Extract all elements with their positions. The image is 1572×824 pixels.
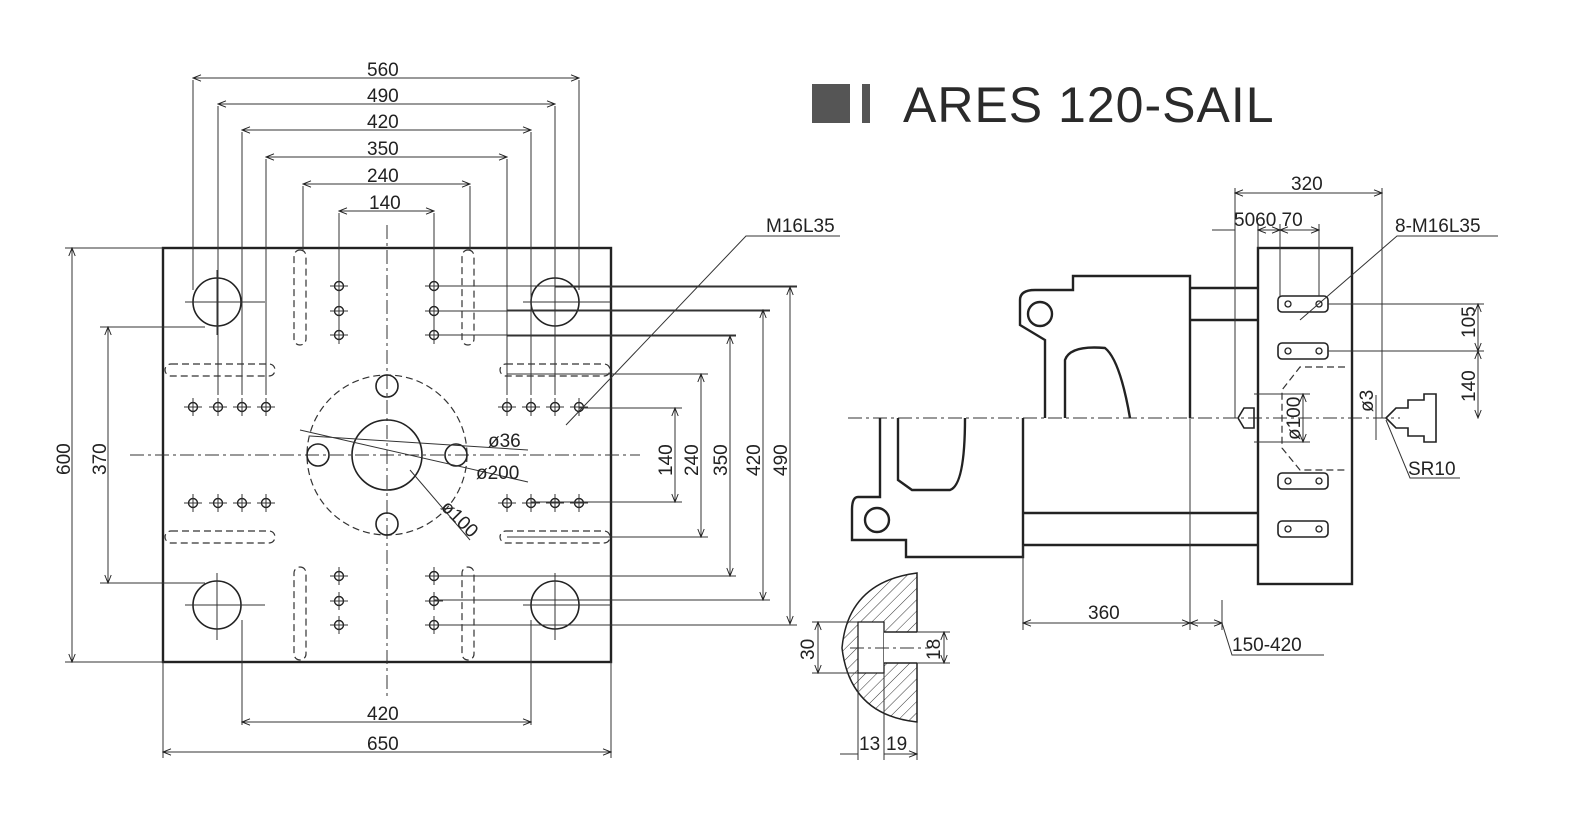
model-title: ARES 120-SAIL [903,77,1275,133]
dim-650: 650 [367,734,399,755]
title-square-icon [812,84,850,123]
hole-centerline [522,398,540,416]
platen-front-view: 560 490 420 350 240 140 600 370 140 240 … [54,60,840,758]
mounting-holes [184,277,588,634]
moving-platen-side [1256,246,1354,586]
hole-centerline [233,398,251,416]
hole-centerline [498,398,516,416]
dim-320: 320 [1291,174,1323,195]
hole-centerline [425,592,443,610]
dim-370: 370 [90,443,111,475]
dim-350: 350 [367,139,399,160]
dim-150-420: 150-420 [1232,635,1302,656]
dia-36-label: ø36 [488,431,521,452]
dim-r490: 490 [771,444,792,476]
sr10-label: SR10 [1408,459,1456,480]
dia-100-label: ø100 [436,497,481,542]
dia-100-side: ø100 [1284,397,1305,440]
dim-18: 18 [924,639,945,660]
hole-centerline [184,398,202,416]
dim-360: 360 [1088,603,1120,624]
dim-490: 490 [367,86,399,107]
dim-r350: 350 [711,444,732,476]
thread-label: M16L35 [766,216,835,237]
dim-r420: 420 [744,444,765,476]
hole-centerline [184,494,202,512]
hole-centerline [330,567,348,585]
title-bar-icon [862,84,870,123]
dim-50-60-70: 5060 70 [1234,210,1303,231]
m16-leader [565,235,840,426]
hole-centerline [546,494,564,512]
dim-r240: 240 [682,444,703,476]
hole-centerline [330,616,348,634]
nozzle-tip-icon [1237,407,1255,429]
dia-3-label: ø3 [1357,390,1378,412]
nozzle-detail: 30 18 13 19 [798,572,950,760]
dia-200-label: ø200 [476,463,519,484]
dim-140: 140 [1459,370,1480,402]
t-slots [164,249,611,661]
dim-r140: 140 [656,444,677,476]
dim-19: 19 [886,734,907,755]
hole-centerline [233,494,251,512]
center-hole [351,419,423,491]
injection-nozzle-icon [1384,393,1437,443]
hole-centerline [570,398,588,416]
hole-centerline [522,494,540,512]
hole-centerline [257,398,275,416]
dim-240: 240 [367,166,399,187]
thread-label-8x: 8-M16L35 [1395,216,1481,237]
side-view: 320 5060 70 8-M16L35 105 140 ø100 ø3 SR1… [848,174,1498,656]
hole-centerline [546,398,564,416]
dim-420: 420 [367,112,399,133]
dim-140: 140 [369,193,401,214]
hole-centerline [209,494,227,512]
title-block: ARES 120-SAIL [812,77,1275,133]
dim-600: 600 [54,443,75,475]
dim-105: 105 [1459,306,1480,338]
hole-centerline [257,494,275,512]
dim-13: 13 [859,734,880,755]
dim-560: 560 [367,60,399,81]
hole-centerline [209,398,227,416]
dim-b420: 420 [367,704,399,725]
hole-centerline [330,592,348,610]
hole-centerline [570,494,588,512]
hole-centerline [498,494,516,512]
dim-30: 30 [798,639,819,660]
